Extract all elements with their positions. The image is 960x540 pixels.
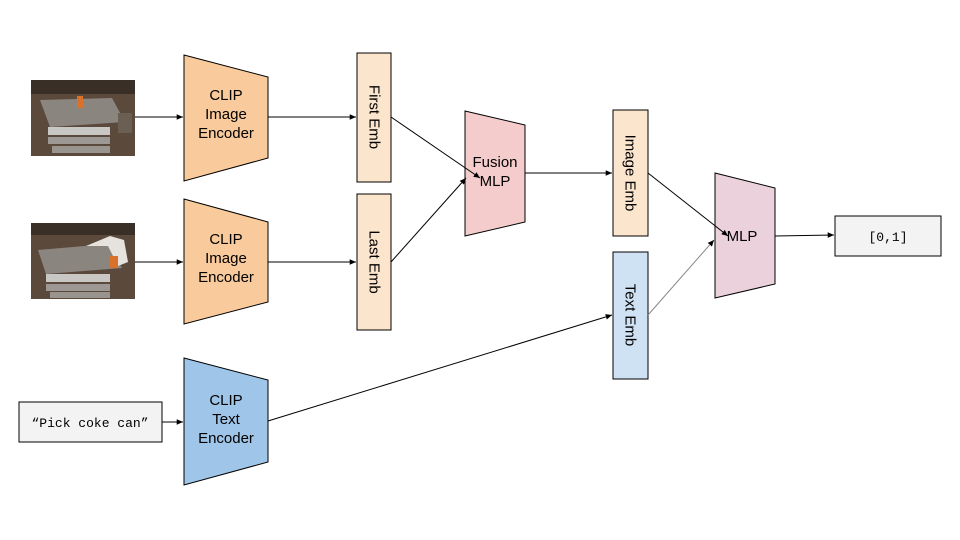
fusion-mlp-label-line2: MLP — [480, 173, 511, 190]
image-encoder-1-label-line1: CLIP — [209, 87, 242, 104]
first-frame-image — [31, 80, 135, 156]
text-emb-box — [612, 251, 649, 380]
image-encoder-2-label-line1: CLIP — [209, 231, 242, 248]
text-encoder-label-line2: Text — [212, 411, 240, 428]
image-encoder-2-shape — [183, 198, 269, 325]
image-encoder-1-shape — [183, 54, 269, 182]
output-box — [834, 215, 942, 257]
last-frame-image — [31, 223, 135, 299]
last-emb-label: Last Emb — [366, 230, 383, 293]
mlp-shape — [714, 172, 776, 299]
mlp-label: MLP — [727, 228, 758, 245]
fusion-mlp-shape — [464, 110, 526, 237]
arrow-image-emb-to-mlp — [647, 172, 729, 237]
arrow-last-emb-to-fusion — [390, 177, 467, 263]
image-encoder-2-label-line2: Image — [205, 250, 247, 267]
image-emb-label: Image Emb — [622, 135, 639, 212]
image-encoder-1-label-line3: Encoder — [198, 125, 254, 142]
text-encoder-label-line1: CLIP — [209, 392, 242, 409]
first-emb-label: First Emb — [366, 85, 383, 149]
fusion-mlp-label-line1: Fusion — [472, 154, 517, 171]
image-encoder-1-label-line2: Image — [205, 106, 247, 123]
arrow-text-encoder-to-text-emb — [267, 314, 613, 422]
image-encoder-2-label-line3: Encoder — [198, 269, 254, 286]
text-emb-label: Text Emb — [622, 284, 639, 347]
text-encoder-shape — [183, 357, 269, 486]
arrow-text-emb-to-mlp — [647, 239, 715, 316]
arrow-first-emb-to-fusion — [390, 116, 481, 179]
output-text: [0,1] — [868, 230, 907, 245]
first-emb-box — [356, 52, 392, 183]
image-emb-box — [612, 109, 649, 237]
prompt-text: “Pick coke can” — [31, 416, 148, 431]
arrow-mlp-to-output — [774, 232, 835, 238]
text-encoder-label-line3: Encoder — [198, 430, 254, 447]
